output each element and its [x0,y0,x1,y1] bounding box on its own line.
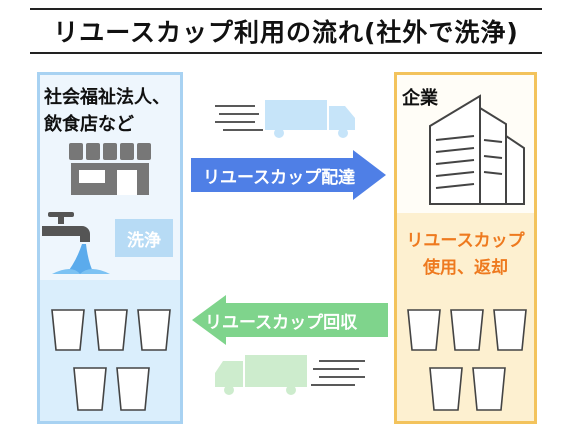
collection-arrow [192,295,388,345]
diagram-title: リユースカップ利用の流れ(社外で洗浄) [30,8,542,54]
left-cups [51,309,171,411]
delivery-arrow [191,150,386,200]
company-label: 企業 [402,88,438,109]
shop-icon [69,143,151,195]
delivery-arrow-label: リユースカップ配達 [203,168,356,188]
use-return-text-line1: リユースカップ [406,231,525,251]
collection-arrow-label: リユースカップ回収 [205,313,358,333]
right-cups [407,309,527,411]
wash-badge: 洗浄 [115,219,173,257]
building-icon [429,94,525,205]
organization-label: 社会福祉法人、 飲食店など [44,84,184,138]
left-water-area [37,280,183,424]
use-return-text-line2: 使用、返却 [423,258,508,278]
faucet-icon [42,212,110,274]
organization-label-line1: 社会福祉法人、 [44,87,170,108]
organization-label-line2: 飲食店など [44,114,134,135]
use-return-text: リユースカップ 使用、返却 [397,228,534,282]
collection-truck-icon [215,355,365,395]
delivery-truck-icon [215,100,355,138]
cup-icon [51,309,171,411]
